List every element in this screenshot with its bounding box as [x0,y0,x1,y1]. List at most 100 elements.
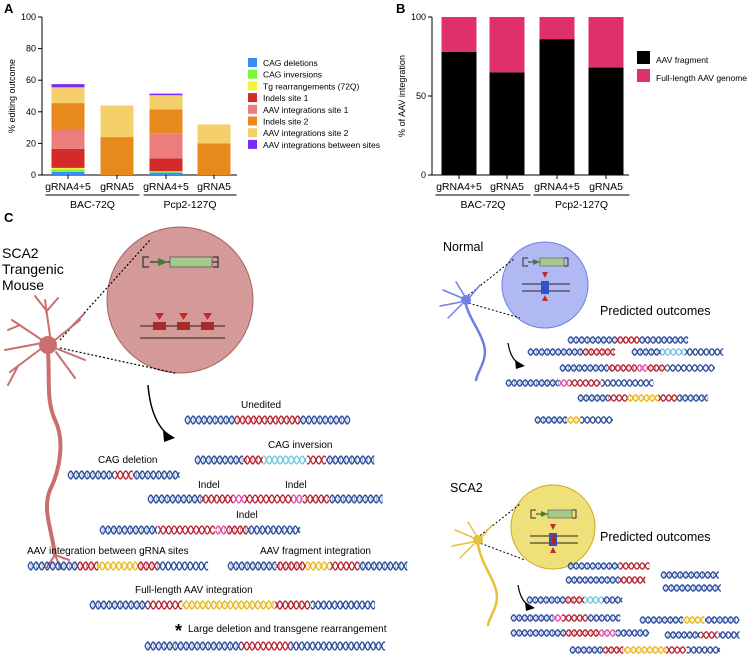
legend-swatch [248,81,257,91]
label-normal: Normal [443,240,483,254]
dna-backbone [194,455,244,465]
dna-backbone [684,348,724,356]
legend-swatch [248,93,257,103]
dna-backbone [665,646,687,654]
dna-backbone [682,616,705,624]
dna-backbone [194,455,244,465]
dna-backbone [615,629,650,637]
dna-backbone [684,348,724,356]
dna-backbone [77,561,99,571]
dna-backbone [157,525,216,535]
dna-backbone [114,470,134,480]
y-axis-label: % editing outcome [7,59,17,133]
y-axis-label: % of AAV integration [397,55,407,137]
bar-segment [149,158,183,172]
bar-segment [100,137,134,175]
y-tick-label: 0 [31,170,36,180]
bar-segment [51,84,85,88]
dna-backbone [718,631,740,639]
dna-backbone [325,455,375,465]
legend-label: AAV integrations site 1 [263,105,349,115]
label-indel-a: Indel [198,480,220,491]
dna-strand [89,600,376,610]
arrow-head-normal [515,360,525,369]
legend-label: Tg rearrangements (72Q) [263,81,360,91]
dna-backbone [615,336,641,344]
mouse-title-line2: Trangenic [2,261,64,277]
dna-backbone [89,600,148,610]
dna-backbone [569,379,601,387]
dna-backbone [240,641,290,651]
dna-backbone [99,525,158,535]
sca2-zoom-circle [510,484,596,570]
dna-backbone [137,561,159,571]
dna-backbone [67,470,115,480]
dna-backbone [526,596,566,604]
dna-backbone [200,494,234,504]
legend-swatch [248,104,257,114]
bar-segment [51,87,85,104]
dna-strand [510,629,650,637]
dna-backbone [686,646,721,654]
legend-swatch [248,58,257,67]
dna-backbone [246,525,300,535]
dna-strand [660,571,720,579]
dna-strand [526,596,623,604]
group-label: Pcp2-127Q [555,199,608,211]
bar-segment [51,103,85,130]
dna-backbone [227,561,277,571]
bar-segment [441,51,477,176]
dna-backbone [358,561,408,571]
dna-backbone [146,600,183,610]
y-tick-label: 100 [21,12,36,22]
dna-backbone [552,614,562,621]
bar-segment [489,72,525,175]
dna-backbone [586,614,621,622]
dna-backbone [559,364,609,372]
dna-backbone [607,364,638,372]
dna-backbone [157,525,216,535]
legend-label: CAG inversions [263,70,322,80]
dna-backbone [704,616,740,624]
dna-backbone [526,596,566,604]
dna-backbone [99,525,158,535]
dna-backbone [666,364,716,372]
dna-backbone [329,494,383,504]
mouse-zoom-circle [106,226,254,374]
x-category-label: gRNA4+5 [534,181,580,193]
legend-swatch [637,69,650,82]
dna-backbone [144,641,242,651]
dna-backbone [567,336,617,344]
arrow-head-sca2 [525,602,535,611]
group-label: BAC-72Q [461,199,506,211]
bar-segment [149,133,183,159]
sca2-zoom-line-top [476,503,521,539]
dna-backbone [608,394,629,402]
dna-backbone [147,494,202,504]
x-category-label: gRNA4+5 [143,181,189,193]
dna-backbone [305,561,331,571]
dna-backbone [580,416,614,424]
dna-backbone [310,600,376,610]
dna-strand [194,455,375,465]
dna-backbone [682,616,705,624]
bar-segment [100,105,134,138]
dna-backbone [274,600,311,610]
bar-segment [51,148,85,168]
dna-backbone [602,596,623,604]
dna-backbone [618,576,646,584]
mouse-title-line3: Mouse [2,277,44,293]
legend-label: AAV fragment [656,55,709,65]
dna-backbone [660,348,686,356]
dna-strand [662,584,722,592]
dna-backbone [623,646,666,654]
sca2-zoom-line-bottom [476,541,526,561]
dna-backbone [225,525,248,535]
dna-backbone [132,470,180,480]
label-aav-fragment: AAV fragment integration [260,546,371,557]
legend-swatch [248,139,257,149]
bar-segment [588,67,624,175]
dna-backbone [77,561,99,571]
label-cag-deletion: CAG deletion [98,455,157,466]
